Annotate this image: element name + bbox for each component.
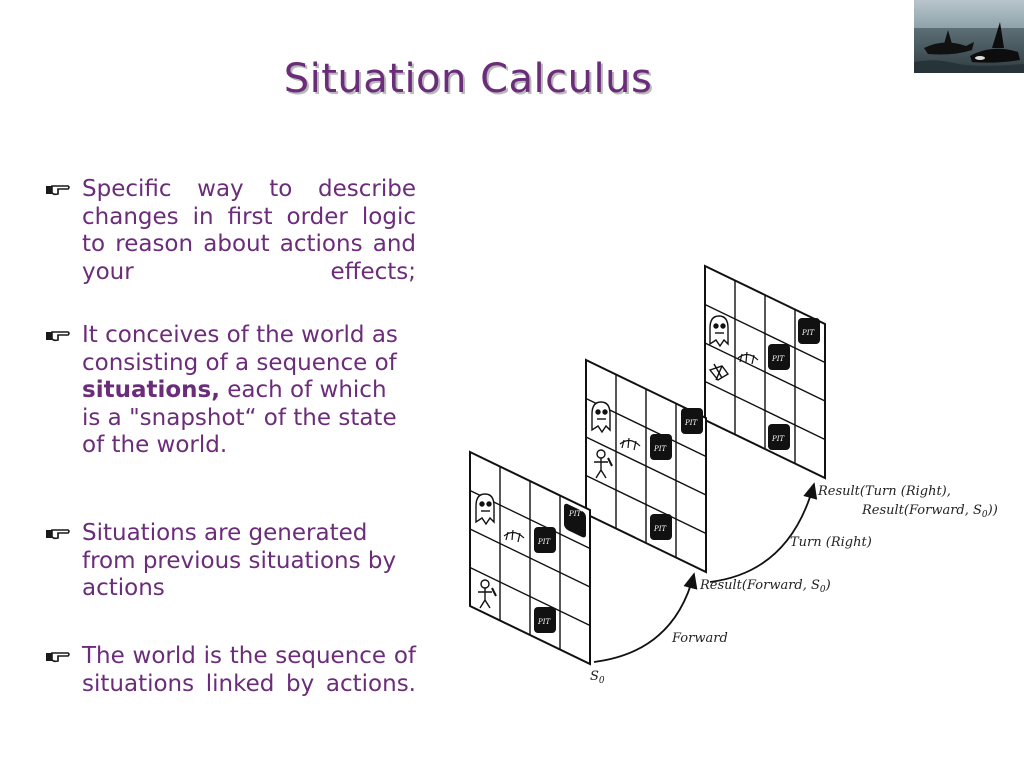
bullet-text: The world is the sequence of situations … [82, 643, 416, 697]
svg-text:PIT: PIT [801, 329, 815, 337]
pit-icon: PIT [768, 344, 790, 370]
pit-icon: PIT [534, 607, 556, 633]
bullet-item: Specific way to describe changes in firs… [44, 176, 416, 286]
turn-right-arrow [709, 482, 818, 583]
pit-icon: PIT [650, 514, 672, 540]
s0-label: S0 [590, 669, 605, 686]
bullet-text: Specific way to describe changes in firs… [82, 176, 416, 285]
result-turn-label-line1: Result(Turn (Right), [817, 484, 951, 499]
pointing-hand-icon [44, 180, 70, 198]
pit-icon: PIT [534, 527, 556, 553]
pit-icon: PIT [650, 434, 672, 460]
bullet-item: It conceives of the world as consisting … [44, 322, 398, 460]
svg-text:PIT: PIT [684, 419, 698, 427]
svg-text:PIT: PIT [771, 355, 785, 363]
pit-icon: PIT [564, 503, 586, 538]
bullet-text: It conceives of the world as consisting … [82, 322, 398, 458]
pointing-hand-icon [44, 326, 70, 344]
wumpus-icon [709, 315, 729, 348]
bullet-item: Situations are generated from previous s… [44, 520, 416, 603]
svg-text:PIT: PIT [568, 510, 582, 518]
svg-text:PIT: PIT [653, 445, 667, 453]
svg-text:PIT: PIT [537, 538, 551, 546]
result-turn-label-line2: Result(Forward, S0)) [861, 503, 998, 520]
agent-icon [708, 363, 730, 381]
turn-right-label: Turn (Right) [790, 535, 872, 550]
pit-icons: PIT PIT PIT PIT PIT PIT [534, 318, 820, 633]
pointing-hand-icon [44, 524, 70, 542]
pit-icon: PIT [798, 318, 820, 344]
svg-text:PIT: PIT [537, 618, 551, 626]
agent-icon [478, 579, 497, 609]
pit-icon: PIT [681, 408, 703, 434]
stench-icon [737, 351, 759, 365]
slide-title: Situation Calculus [283, 56, 653, 102]
pointing-hand-icon [44, 647, 70, 665]
stench-icon [503, 529, 525, 543]
wumpus-icon [591, 401, 611, 434]
svg-text:PIT: PIT [653, 525, 667, 533]
pit-icon: PIT [768, 424, 790, 450]
bold-term: situations, [82, 377, 220, 403]
bullet-item: The world is the sequence of situations … [44, 643, 416, 698]
stench-icon [619, 437, 641, 451]
orca-whales-photo [914, 0, 1024, 73]
situation-board-3 [704, 264, 826, 480]
forward-label: Forward [671, 631, 728, 646]
wumpus-icon [475, 493, 495, 526]
bullet-text: Situations are generated from previous s… [82, 520, 397, 601]
agent-icon [594, 449, 613, 479]
situation-board-2 [585, 358, 707, 574]
forward-arrow [593, 572, 698, 663]
svg-text:PIT: PIT [771, 435, 785, 443]
result-forward-label: Result(Forward, S0) [699, 578, 831, 595]
situation-board-1 [469, 450, 591, 666]
situation-diagram: PIT PIT PIT PIT PIT PIT [460, 262, 1020, 698]
